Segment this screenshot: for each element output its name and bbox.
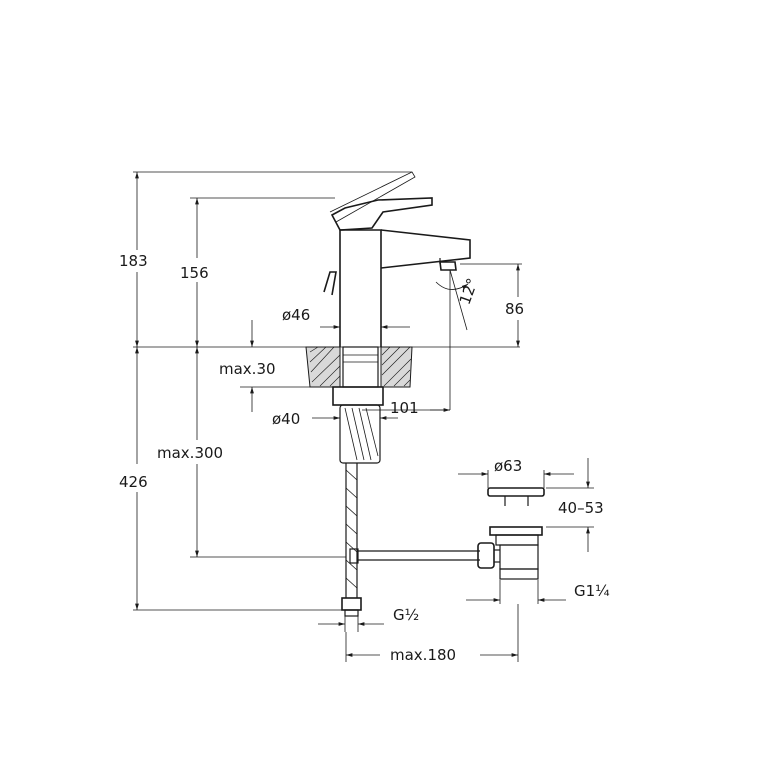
label-g12: G½ [393, 606, 419, 624]
label-o46: ø46 [282, 306, 310, 324]
dim-max-counter: max.30 [219, 320, 330, 412]
countertop [305, 346, 413, 388]
faucet-body [323, 171, 471, 347]
label-183: 183 [119, 252, 148, 270]
label-12deg: 12° [456, 276, 482, 307]
dim-waste-diameter: ø63 [458, 457, 574, 488]
label-max300: max.300 [157, 444, 223, 462]
label-max30: max.30 [219, 360, 276, 378]
label-max180: max.180 [390, 646, 456, 664]
label-101: 101 [390, 399, 419, 417]
dim-hole-diameter: ø40 [272, 410, 398, 428]
label-86: 86 [505, 300, 524, 318]
label-426: 426 [119, 473, 148, 491]
dim-spout-angle: 12° [435, 269, 482, 410]
label-156: 156 [180, 264, 209, 282]
dim-supply-thread: G½ [318, 606, 419, 632]
dim-waste-thread: G1¼ [466, 580, 610, 604]
label-o40: ø40 [272, 410, 300, 428]
label-o63: ø63 [494, 457, 522, 475]
dim-below-counter: 426 [119, 347, 342, 611]
shank-assembly [332, 346, 384, 464]
dim-spout-height: 156 [180, 197, 335, 347]
label-40-53: 40–53 [558, 499, 604, 517]
dim-total-height: 183 [119, 171, 412, 347]
supply-hose [341, 463, 362, 617]
dim-outlet-height: 86 [460, 263, 524, 347]
dim-projection: 101 [362, 399, 450, 417]
dim-max-distance: max.180 [345, 604, 519, 664]
pop-up-rod [349, 548, 480, 564]
waste-valve [477, 487, 545, 580]
dim-max-hose: max.300 [157, 347, 346, 558]
label-g114: G1¼ [574, 582, 610, 600]
dim-body-diameter: ø46 [282, 306, 410, 329]
dim-waste-range: 40–53 [546, 458, 604, 552]
